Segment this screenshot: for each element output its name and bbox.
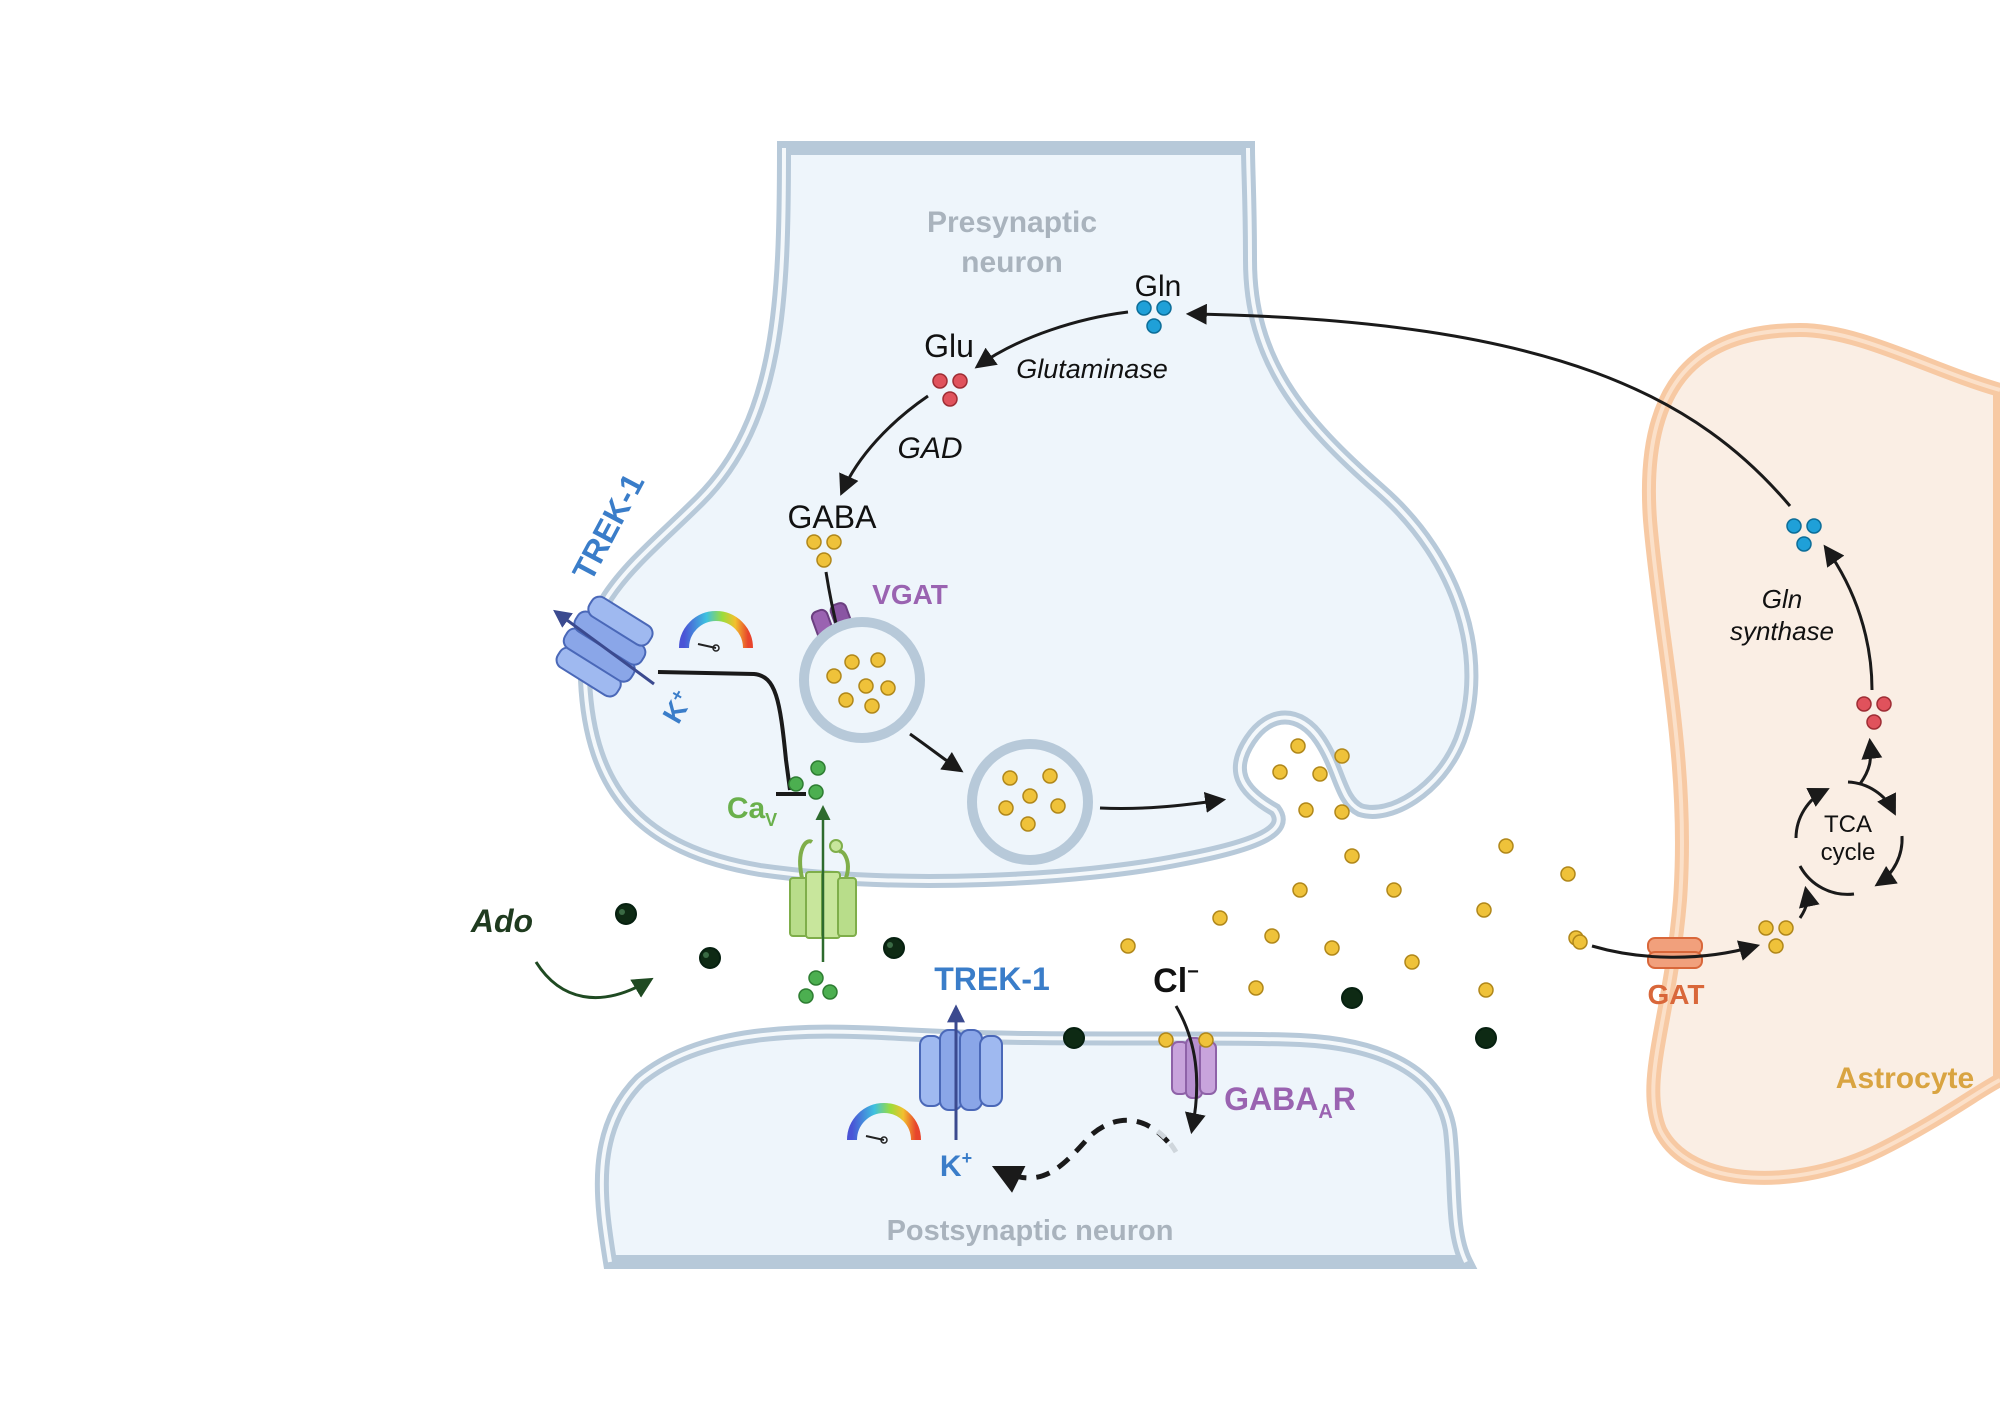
cl-influx-arrow [1174, 1005, 1206, 1135]
released-gaba [1120, 738, 1584, 998]
gaba-in-astrocyte [1758, 920, 1794, 954]
vgat-label: VGAT [872, 579, 948, 610]
gln-molecules [1136, 300, 1172, 334]
gaba-molecules [806, 534, 842, 568]
gaba-label: GABA [788, 499, 878, 535]
dashed-fade [1154, 1128, 1179, 1154]
adenosine-molecules [615, 903, 1497, 1049]
trek1-pre-k-arrow [553, 609, 655, 686]
ado-arrow [534, 961, 654, 1000]
gaba-to-tca-arrow [1798, 885, 1820, 919]
vesicle-transport-arrow [909, 732, 964, 773]
gaba-at-gat [1572, 934, 1588, 950]
ca-molecules-outside [798, 970, 838, 1004]
gabaar-to-trek-dashed-arrow [991, 1117, 1170, 1193]
vesicle-filling [799, 617, 925, 743]
presynaptic-label-line2: neuron [961, 246, 1063, 279]
gat-uptake-arrow [1591, 940, 1761, 961]
gln-in-astrocyte [1786, 518, 1822, 552]
gabaar-receptor-icon [1158, 1032, 1217, 1099]
trek1-pre-channel-icon [555, 595, 654, 698]
glu-to-gln-arrow [1823, 544, 1874, 691]
gad-label: GAD [897, 432, 962, 465]
gln-label: Gln [1135, 270, 1182, 303]
tca-to-glu-arrow [1858, 737, 1883, 785]
postsynaptic-label: Postsynaptic neuron [887, 1215, 1174, 1247]
ado-label: Ado [470, 903, 533, 939]
inhibition-line [657, 670, 792, 791]
gauge-icon-post [847, 1103, 921, 1144]
glu-molecules [932, 373, 968, 407]
gln-synthase-line1: Gln [1762, 584, 1802, 614]
glu-to-gaba-arrow [839, 394, 929, 496]
gat-label: GAT [1647, 979, 1704, 1010]
gabaar-label: GABAAR [1224, 1081, 1356, 1123]
gln-synthase-line2: synthase [1730, 616, 1834, 646]
tca-label-line1: TCA [1824, 811, 1872, 838]
vesicle-release-arrow [1099, 791, 1227, 813]
gat-transporter-icon [1647, 937, 1703, 969]
astrocyte-label: Astrocyte [1836, 1062, 1974, 1095]
presynaptic-label-line1: Presynaptic [927, 206, 1097, 239]
astrocyte-cell [1641, 322, 2000, 1185]
cav-label: CaV [727, 792, 777, 830]
glutaminase-label: Glutaminase [1016, 354, 1168, 384]
trek1-post-channel-icon [919, 1029, 1003, 1111]
gauge-icon-pre [679, 611, 753, 652]
glu-label: Glu [924, 328, 974, 364]
tca-label-line2: cycle [1821, 839, 1876, 866]
gln-to-glu-arrow [974, 310, 1129, 369]
trek1-post-label: TREK-1 [934, 961, 1050, 997]
gln-return-arrow [1185, 303, 1792, 507]
vesicle-full [967, 739, 1093, 865]
cav-channel-icon [789, 839, 857, 939]
ca-molecules-inside [788, 760, 826, 800]
cl-label: Cl− [1153, 961, 1199, 1000]
k-post-label: K+ [940, 1148, 972, 1183]
glu-in-astrocyte [1856, 696, 1892, 730]
tca-cycle [1794, 780, 1904, 896]
